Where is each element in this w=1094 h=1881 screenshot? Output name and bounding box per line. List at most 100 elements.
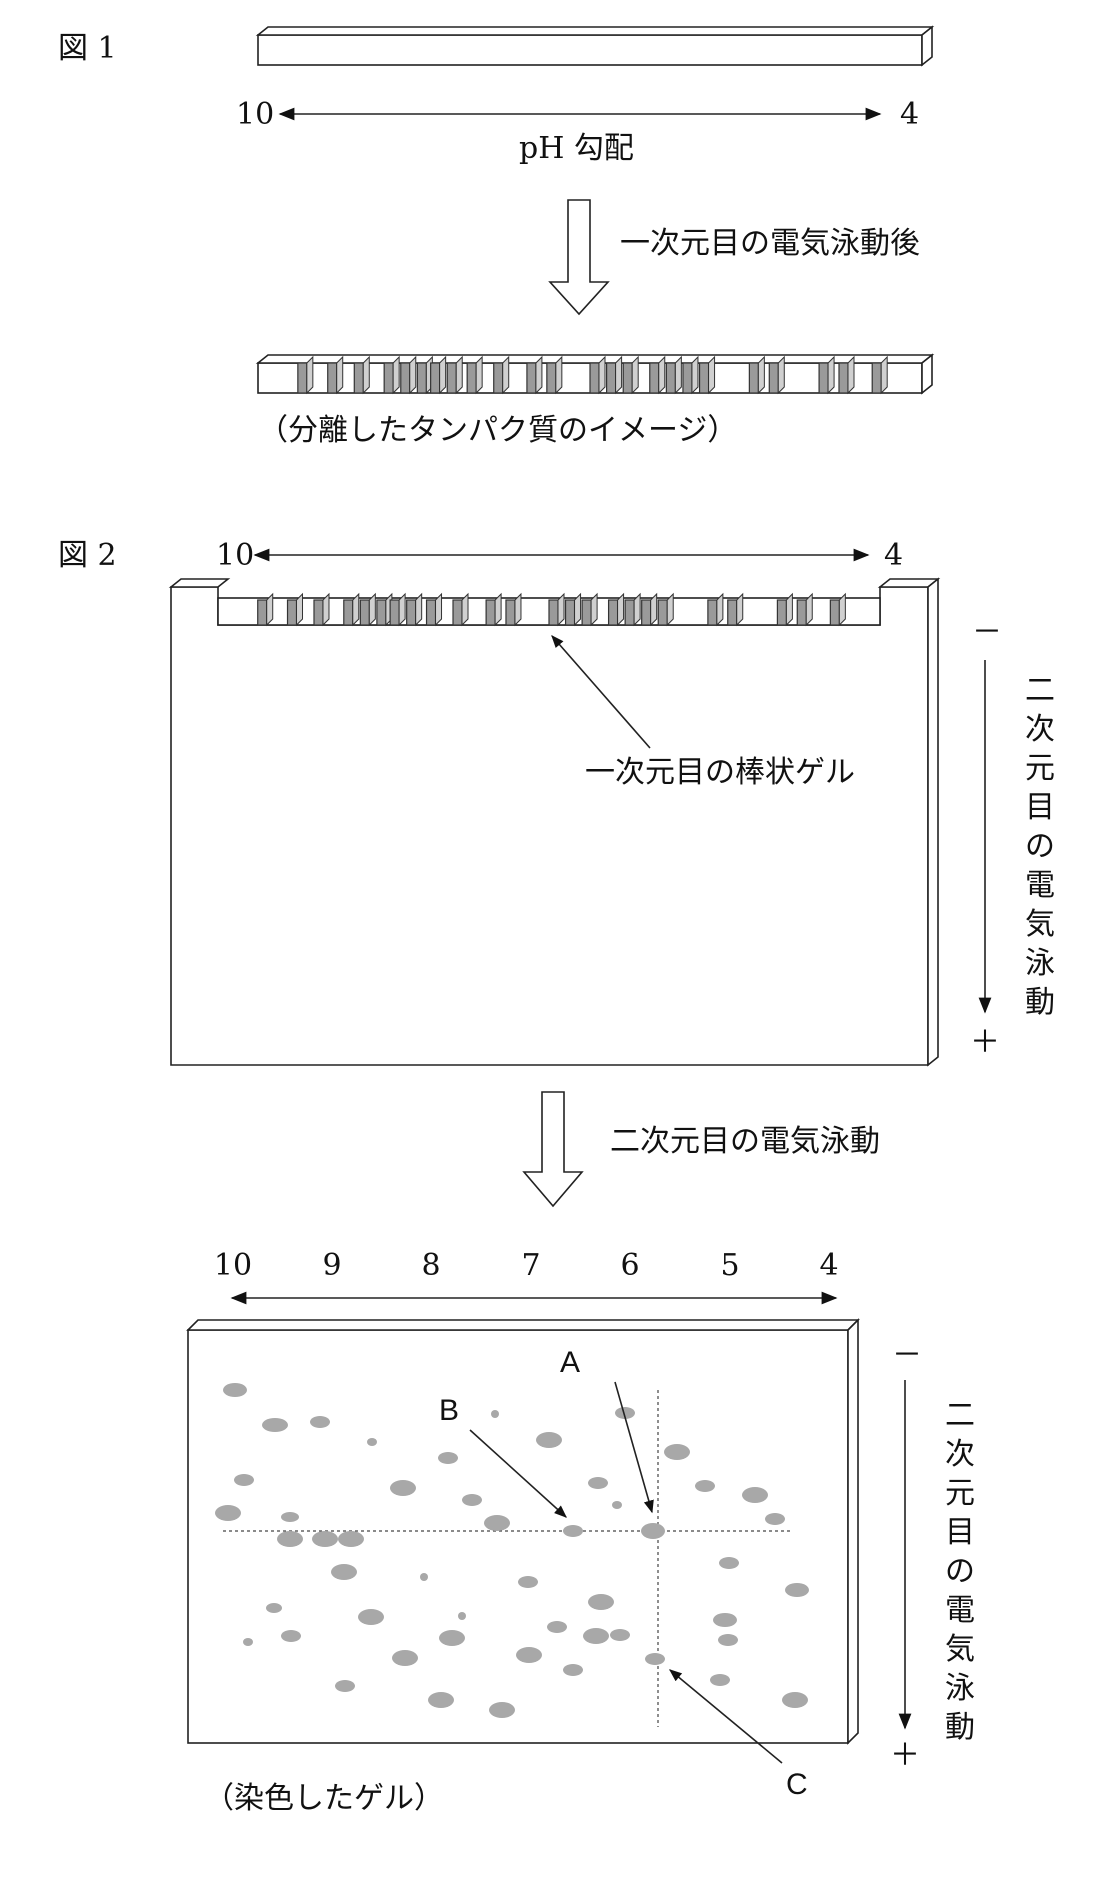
direction-label-3: 二次元目の電気泳動: [945, 1398, 975, 1745]
point-label-c: C: [786, 1768, 808, 1801]
protein-spot: [563, 1664, 583, 1676]
protein-band: [768, 355, 785, 395]
protein-band: [682, 355, 699, 395]
ph-right-label-2: 4: [884, 538, 903, 573]
ph-left-label-2: 10: [216, 538, 254, 573]
figure-3-caption: （染色したゲル）: [204, 1781, 444, 1816]
protein-spot: [612, 1501, 622, 1509]
plus-sign-2: ＋: [970, 1025, 1000, 1060]
protein-band: [564, 592, 582, 627]
protein-spot: [367, 1438, 377, 1446]
protein-band: [425, 592, 443, 627]
protein-spot: [215, 1505, 241, 1521]
protein-band: [446, 355, 463, 395]
protein-band: [327, 355, 344, 395]
figure-2: 図 2 10 4 一次元目の棒状ゲル － ＋ 二次元目の電気泳動 二次元目の電気…: [58, 538, 1055, 1208]
protein-spots: [215, 1383, 809, 1718]
direction-label-char: 目: [1025, 790, 1055, 825]
step-1-label: 一次元目の電気泳動後: [620, 226, 920, 261]
protein-spot: [664, 1444, 690, 1460]
protein-band: [698, 355, 716, 395]
protein-band: [452, 592, 469, 627]
protein-spot: [516, 1647, 542, 1663]
protein-spot: [266, 1603, 282, 1613]
protein-band: [257, 592, 274, 627]
protein-spot: [439, 1630, 465, 1646]
protein-band: [838, 355, 855, 395]
protein-band: [727, 592, 744, 627]
protein-spot: [484, 1515, 510, 1531]
minus-sign-2: －: [972, 615, 1002, 650]
pointer-arrow-a: [614, 1381, 654, 1514]
figure-1: 図 1 10 4 pH 勾配 一次元目の電気泳動後 （分離したタンパク質のイメー…: [58, 25, 935, 448]
direction-label-char: 二: [1025, 673, 1055, 708]
direction-label-char: 元: [1025, 751, 1055, 786]
protein-band: [605, 355, 623, 395]
pointer-arrow-c: [669, 1669, 783, 1764]
direction-label-char: 目: [945, 1515, 975, 1550]
protein-band: [548, 592, 565, 627]
direction-label-char: 泳: [1025, 946, 1055, 981]
figure-2-label: 図 2: [58, 538, 117, 573]
protein-band: [526, 355, 543, 395]
direction-label-char: の: [1025, 829, 1055, 864]
protein-spot: [223, 1383, 247, 1397]
ph-tick-label: 7: [521, 1248, 540, 1283]
plus-sign-3: ＋: [890, 1738, 920, 1773]
protein-band: [829, 592, 846, 627]
protein-spot: [335, 1680, 355, 1692]
protein-band: [297, 355, 314, 395]
protein-spot: [718, 1634, 738, 1646]
protein-band: [359, 592, 376, 627]
hollow-down-arrow-1: [548, 199, 610, 316]
protein-spot: [458, 1612, 466, 1620]
protein-spot: [536, 1432, 562, 1448]
protein-spot: [719, 1557, 739, 1569]
direction-label-char: 次: [1025, 712, 1055, 747]
direction-label-char: 泳: [945, 1671, 975, 1706]
direction-label-char: 二: [945, 1398, 975, 1433]
figure-1-label: 図 1: [58, 31, 117, 66]
protein-spot: [710, 1674, 730, 1686]
rod-gel-plain: [255, 25, 935, 67]
protein-spot: [645, 1653, 665, 1665]
protein-spot: [438, 1452, 458, 1464]
protein-band: [581, 592, 598, 627]
protein-spot: [641, 1523, 665, 1539]
protein-spot: [281, 1630, 301, 1642]
protein-band: [707, 592, 724, 627]
protein-band: [649, 355, 666, 395]
protein-band: [589, 355, 606, 395]
direction-label-char: 気: [945, 1632, 975, 1667]
protein-spot: [713, 1613, 737, 1627]
pointer-arrow-b: [469, 1429, 567, 1518]
protein-band: [343, 592, 360, 627]
protein-band: [406, 592, 423, 627]
protein-spot: [312, 1531, 338, 1547]
ph-right-label: 4: [900, 97, 919, 132]
ph-tick-label: 5: [720, 1248, 739, 1283]
protein-band: [641, 592, 658, 627]
protein-spot: [428, 1692, 454, 1708]
protein-spot: [742, 1487, 768, 1503]
direction-label-char: 動: [945, 1710, 975, 1745]
ph-tick-label: 6: [620, 1248, 639, 1283]
protein-band: [657, 592, 674, 627]
protein-spot: [462, 1494, 482, 1506]
protein-spot: [331, 1564, 357, 1580]
ph-tick-label: 4: [819, 1248, 838, 1283]
protein-band: [607, 592, 625, 627]
direction-label-char: 元: [945, 1476, 975, 1511]
protein-band: [796, 592, 813, 627]
direction-label-2: 二次元目の電気泳動: [1025, 673, 1055, 1020]
protein-band: [400, 355, 417, 395]
protein-spot: [392, 1650, 418, 1666]
protein-spot: [420, 1573, 428, 1581]
protein-spot: [615, 1407, 635, 1419]
protein-spot: [358, 1609, 384, 1625]
rod-gel-banded: [255, 353, 935, 395]
protein-band: [665, 355, 682, 395]
ph-left-label: 10: [236, 97, 274, 132]
